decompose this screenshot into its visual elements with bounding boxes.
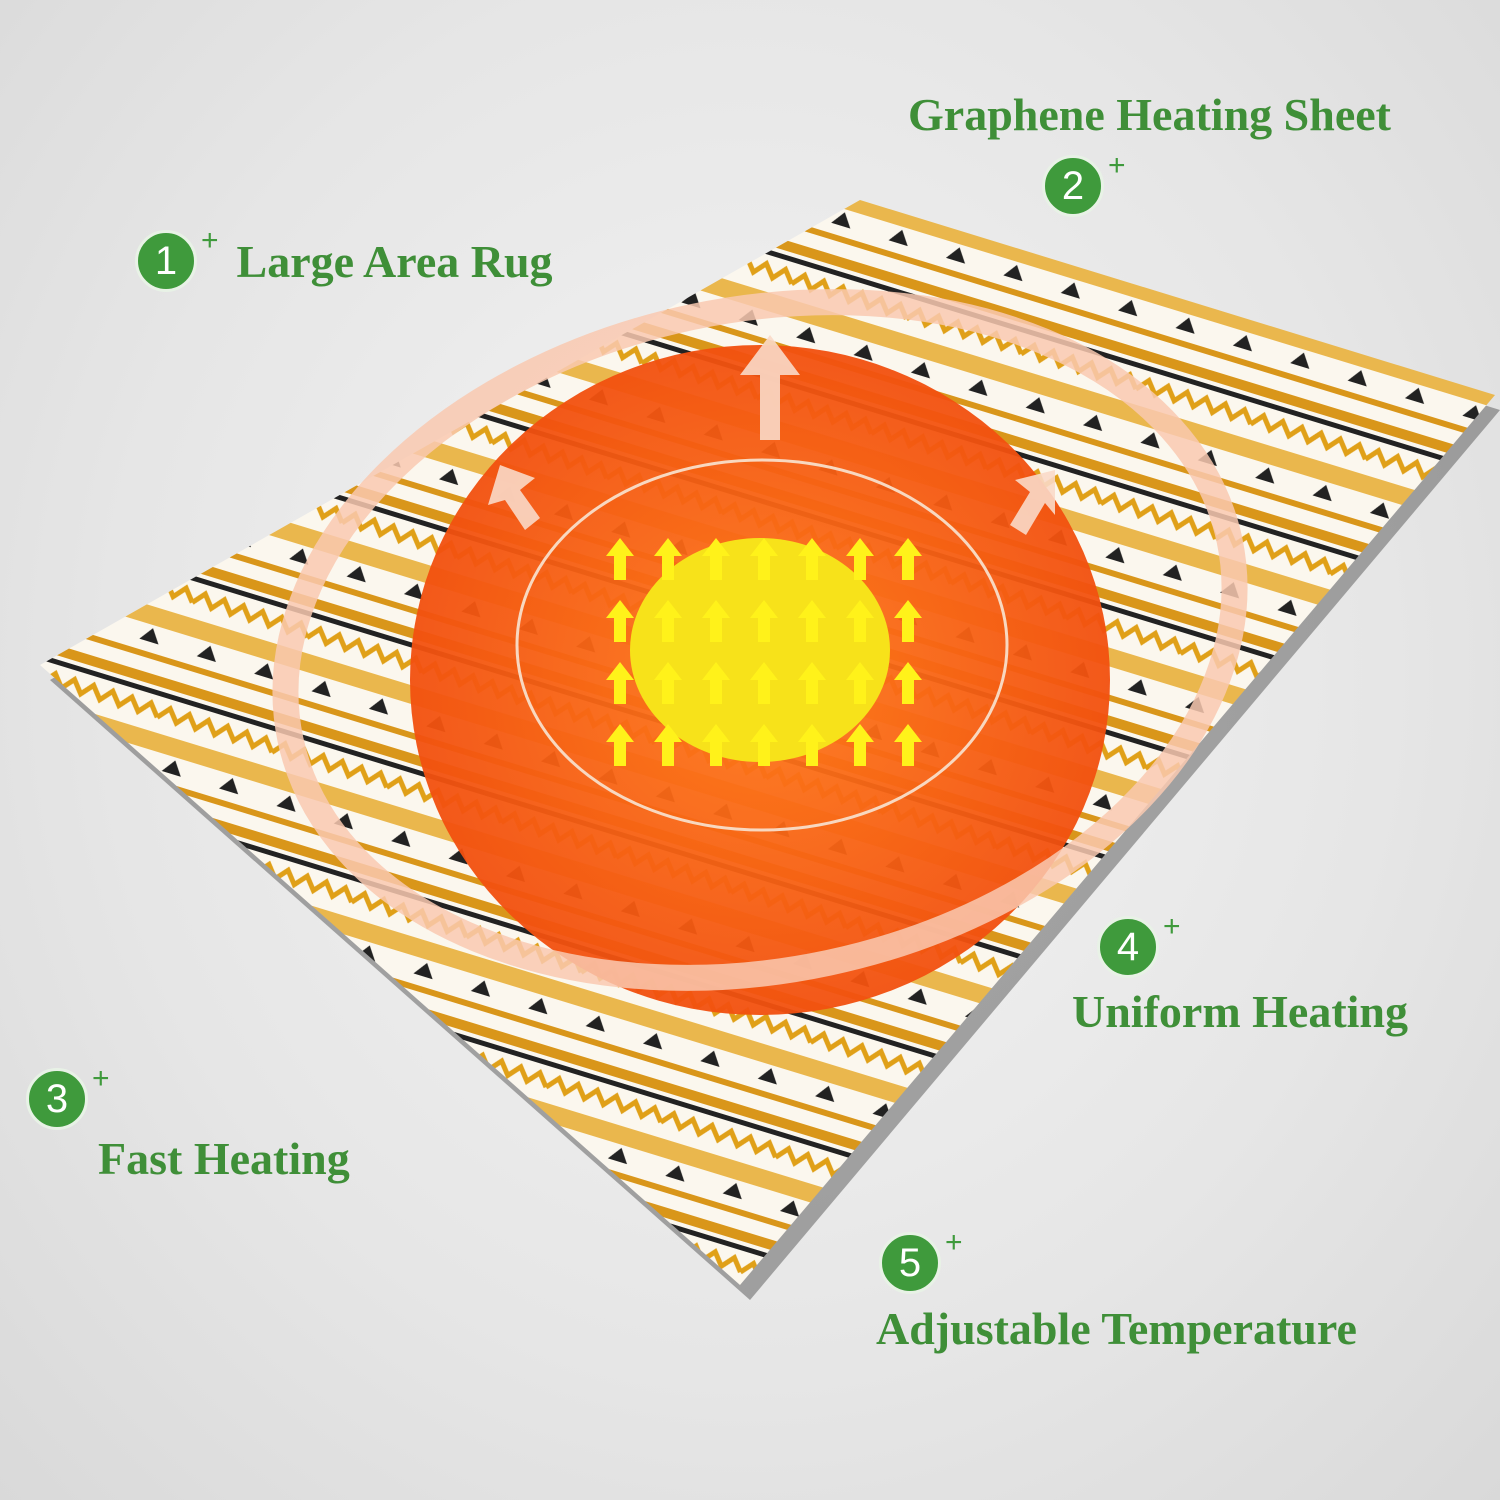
heat-arrow-icon — [606, 662, 634, 704]
plus-icon: + — [1163, 910, 1181, 943]
heat-swirl-ring — [272, 289, 1248, 991]
heat-arrow-icon — [654, 724, 682, 766]
heat-arrow-icon — [798, 538, 826, 580]
heat-arrow-icon — [654, 662, 682, 704]
heat-arrow-icon — [894, 724, 922, 766]
plus-icon: + — [92, 1062, 110, 1095]
plus-icon: + — [1108, 149, 1126, 182]
feature-large-area-rug: 1 + Large Area Rug — [135, 224, 553, 292]
feature-uniform-heating: 4 + — [1097, 910, 1181, 978]
feature-label-uniform-heating: Uniform Heating — [1072, 986, 1409, 1037]
number-badge-3: 3 — [26, 1068, 88, 1130]
heat-rise-arrow-icon — [1010, 470, 1055, 535]
number-badge-1: 1 — [135, 230, 197, 292]
heat-arrow-icon — [702, 724, 730, 766]
heat-arrow-icon — [750, 538, 778, 580]
heat-arrow-icon — [846, 724, 874, 766]
heat-arrow-icon — [702, 662, 730, 704]
feature-label-fast-heating: Fast Heating — [98, 1133, 350, 1184]
feature-label-large-area-rug: Large Area Rug — [236, 235, 553, 287]
plus-icon: + — [945, 1226, 963, 1259]
feature-fast-heating: 3 + — [26, 1062, 110, 1130]
heat-zone-inner-ring — [515, 458, 1009, 832]
heat-arrow-icon — [654, 600, 682, 642]
heat-arrow-icon — [606, 538, 634, 580]
heat-arrow-icon — [798, 600, 826, 642]
feature-label-adjustable-temperature: Adjustable Temperature — [876, 1303, 1357, 1354]
heat-core — [630, 538, 890, 762]
heat-arrow-icon — [846, 662, 874, 704]
heat-arrow-icon — [702, 600, 730, 642]
number-badge-5: 5 — [879, 1232, 941, 1294]
heat-arrow-icon — [606, 724, 634, 766]
heat-arrow-icon — [894, 600, 922, 642]
heat-arrow-icon — [750, 724, 778, 766]
feature-label-graphene: Graphene Heating Sheet — [908, 89, 1391, 140]
heat-arrow-icon — [894, 538, 922, 580]
heat-arrow-icon — [894, 662, 922, 704]
heat-arrow-icon — [798, 662, 826, 704]
number-badge-2: 2 — [1042, 155, 1104, 217]
plus-icon: + — [201, 224, 219, 257]
heat-arrow-icon — [846, 538, 874, 580]
heat-arrow-icon — [750, 662, 778, 704]
heat-arrow-icon — [750, 600, 778, 642]
feature-adjustable-temperature: 5 + — [879, 1226, 963, 1294]
heat-arrow-icon — [654, 538, 682, 580]
heat-arrow-icon — [702, 538, 730, 580]
heat-rise-arrows — [488, 335, 1055, 535]
upward-heat-arrow-grid — [606, 538, 922, 766]
heat-arrow-icon — [606, 600, 634, 642]
heat-arrow-icon — [798, 724, 826, 766]
heat-arrow-icon — [846, 600, 874, 642]
heat-rise-arrow-icon — [740, 335, 800, 440]
number-badge-4: 4 — [1097, 916, 1159, 978]
heat-rise-arrow-icon — [488, 465, 540, 530]
feature-graphene-heating-sheet: 2 + — [1042, 149, 1126, 217]
